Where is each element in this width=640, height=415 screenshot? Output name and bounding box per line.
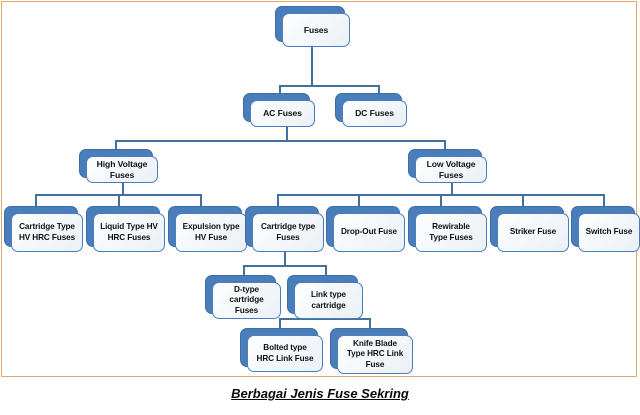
node-face: High Voltage Fuses (86, 156, 158, 183)
connector-high-voltage-stem (122, 183, 124, 194)
node-label: Bolted type HRC Link Fuse (256, 343, 314, 363)
connector-bus-cartridge-children (243, 265, 326, 267)
node-fuses[interactable]: Fuses (275, 6, 350, 47)
diagram-frame-border (1, 1, 637, 377)
node-face: D-type cartridge Fuses (212, 282, 281, 319)
node-face: Knife Blade Type HRC Link Fuse (337, 335, 413, 374)
connector-to-d-type-cartridge (243, 265, 245, 275)
connector-to-low-voltage-fuses (444, 140, 446, 150)
connector-bus-level3 (115, 140, 445, 142)
node-face: Link type cartridge (294, 282, 363, 319)
node-label: D-type cartridge Fuses (229, 284, 264, 315)
node-face: Switch Fuse (578, 213, 640, 252)
node-face: Low Voltage Fuses (415, 156, 487, 183)
node-low-voltage-fuses[interactable]: Low Voltage Fuses (408, 149, 487, 183)
node-ac-fuses[interactable]: AC Fuses (243, 93, 315, 127)
node-face: Expulsion type HV Fuse (175, 213, 247, 252)
node-face: Cartridge Type HV HRC Fuses (11, 213, 83, 252)
node-face: Striker Fuse (497, 213, 569, 252)
node-d-type-cartridge-fuses[interactable]: D-type cartridge Fuses (205, 275, 281, 319)
node-label: DC Fuses (355, 108, 394, 118)
connector-ac-fuses-stem (286, 127, 288, 141)
node-rewirable-type-fuses[interactable]: Rewirable Type Fuses (408, 206, 487, 252)
connector-to-dc-fuses (378, 85, 380, 94)
connector-to-rewirable-type-fuses (440, 194, 442, 206)
node-label: Rewirable Type Fuses (429, 222, 473, 242)
node-face: Bolted type HRC Link Fuse (247, 335, 323, 372)
node-cartridge-type-hv-hrc-fuses[interactable]: Cartridge Type HV HRC Fuses (4, 206, 83, 252)
node-liquid-type-hv-hrc-fuses[interactable]: Liquid Type HV HRC Fuses (86, 206, 165, 252)
connector-to-cartridge-hv-hrc (35, 194, 37, 206)
node-label: Cartridge Type HV HRC Fuses (18, 222, 76, 242)
node-face: Drop-Out Fuse (333, 213, 405, 252)
connector-bus-level2 (279, 85, 379, 87)
node-high-voltage-fuses[interactable]: High Voltage Fuses (79, 149, 158, 183)
node-striker-fuse[interactable]: Striker Fuse (490, 206, 569, 252)
node-face: Fuses (282, 13, 350, 47)
node-dc-fuses[interactable]: DC Fuses (335, 93, 407, 127)
connector-to-link-type-cartridge (325, 265, 327, 275)
node-face: Liquid Type HV HRC Fuses (93, 213, 165, 252)
connector-cartridge-type-stem (284, 252, 286, 265)
node-label: Cartridge type Fuses (260, 222, 316, 242)
node-label: Link type cartridge (310, 290, 347, 310)
connector-to-high-voltage-fuses (115, 140, 117, 150)
node-label: Drop-Out Fuse (340, 227, 397, 237)
node-label: High Voltage Fuses (96, 158, 148, 180)
connector-low-voltage-stem (451, 183, 453, 194)
node-bolted-type-hrc-link-fuse[interactable]: Bolted type HRC Link Fuse (240, 328, 323, 372)
node-label: Liquid Type HV HRC Fuses (100, 222, 158, 242)
node-knife-blade-type-hrc-link-fuse[interactable]: Knife Blade Type HRC Link Fuse (330, 328, 413, 374)
node-expulsion-type-hv-fuse[interactable]: Expulsion type HV Fuse (168, 206, 247, 252)
connector-to-striker-fuse (522, 194, 524, 206)
connector-to-switch-fuse (603, 194, 605, 206)
node-cartridge-type-fuses[interactable]: Cartridge type Fuses (245, 206, 324, 252)
node-face: DC Fuses (342, 100, 407, 127)
connector-to-drop-out-fuse (358, 194, 360, 206)
node-drop-out-fuse[interactable]: Drop-Out Fuse (326, 206, 405, 252)
node-label: Expulsion type HV Fuse (182, 222, 240, 242)
connector-to-knife-blade (369, 318, 371, 328)
node-label: Low Voltage Fuses (426, 158, 476, 180)
node-label: Fuses (303, 24, 329, 35)
node-label: AC Fuses (263, 108, 302, 118)
connector-to-cartridge-type-fuses (277, 194, 279, 206)
node-face: Rewirable Type Fuses (415, 213, 487, 252)
node-face: Cartridge type Fuses (252, 213, 324, 252)
node-label: Striker Fuse (509, 227, 557, 237)
connector-to-ac-fuses (279, 85, 281, 94)
connector-to-expulsion-hv (200, 194, 202, 206)
connector-to-bolted-type (279, 318, 281, 328)
node-link-type-cartridge[interactable]: Link type cartridge (287, 275, 363, 319)
node-label: Switch Fuse (585, 227, 633, 237)
node-label: Knife Blade Type HRC Link Fuse (346, 338, 404, 369)
connector-to-liquid-hv-hrc (118, 194, 120, 206)
connector-root-stem (311, 47, 313, 85)
node-face: AC Fuses (250, 100, 315, 127)
diagram-caption: Berbagai Jenis Fuse Sekring (231, 386, 409, 401)
node-switch-fuse[interactable]: Switch Fuse (571, 206, 640, 252)
